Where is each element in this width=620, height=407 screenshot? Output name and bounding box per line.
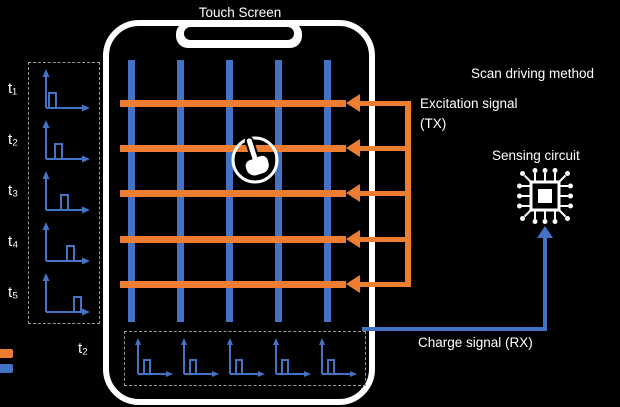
tx-bus-line: [405, 101, 411, 287]
pulse: [60, 194, 69, 211]
pulse: [73, 296, 82, 313]
legend-rx-swatch: [0, 364, 13, 373]
time-step-label: t₂: [8, 131, 18, 148]
time-step-label: t₁: [8, 80, 18, 97]
pulse: [281, 359, 289, 375]
tx-arrowhead-icon: [346, 230, 360, 248]
tx-signal-plot: [42, 222, 90, 265]
bottom-time-label: t₂: [78, 340, 88, 357]
tx-arrowhead-icon: [346, 94, 360, 112]
pulse: [235, 359, 243, 375]
tx-arrowhead-icon: [346, 184, 360, 202]
pulse: [327, 359, 335, 375]
tx-signal-plot: [42, 120, 90, 163]
rx-signal-plot: [135, 338, 173, 377]
rx-signal-plot: [181, 338, 219, 377]
tx-feed-line: [360, 101, 410, 106]
rx-signal-plot: [273, 338, 311, 377]
rx-return-line-vertical: [543, 237, 547, 329]
tx-row-line: [120, 190, 346, 197]
time-step-label: t₅: [8, 284, 19, 301]
scan-driving-method-label: Scan driving method: [471, 66, 595, 81]
tx-row-line: [120, 281, 346, 288]
touch-screen-label: Touch Screen: [198, 5, 282, 20]
sensing-circuit-chip-icon: [517, 168, 573, 224]
rx-timing-panel: [124, 331, 366, 386]
phone-speaker: [184, 27, 294, 40]
tx-signal-plot: [42, 273, 90, 316]
charge-signal-label: Charge signal (RX): [418, 335, 533, 350]
rx-arrowhead-icon: [537, 226, 553, 238]
sensing-circuit-label: Sensing circuit: [492, 148, 580, 163]
tx-signal-plot: [42, 69, 90, 112]
pulse: [54, 143, 63, 160]
tx-signal-plot: [42, 171, 90, 214]
tx-row-line: [120, 236, 346, 243]
tx-row-line: [120, 100, 346, 107]
tx-feed-line: [360, 191, 410, 196]
tx-row-line: [120, 145, 346, 152]
pulse: [189, 359, 197, 375]
rx-signal-plot: [319, 338, 357, 377]
tx-arrowhead-icon: [346, 139, 360, 157]
tx-feed-line: [360, 237, 410, 242]
tx-feed-line: [360, 282, 410, 287]
touch-tap-icon: [231, 136, 279, 184]
legend-tx-swatch: [0, 349, 13, 358]
tx-feed-line: [360, 146, 410, 151]
tx-timing-panel: [28, 62, 100, 324]
pulse: [143, 359, 151, 375]
pulse: [48, 92, 57, 109]
rx-return-line-horizontal: [362, 327, 547, 331]
tx-arrowhead-icon: [346, 275, 360, 293]
time-step-label: t₄: [8, 233, 19, 250]
rx-signal-plot: [227, 338, 265, 377]
pulse: [66, 245, 75, 262]
time-step-label: t₃: [8, 182, 19, 199]
excitation-signal-label: Excitation signal (TX): [420, 96, 518, 131]
